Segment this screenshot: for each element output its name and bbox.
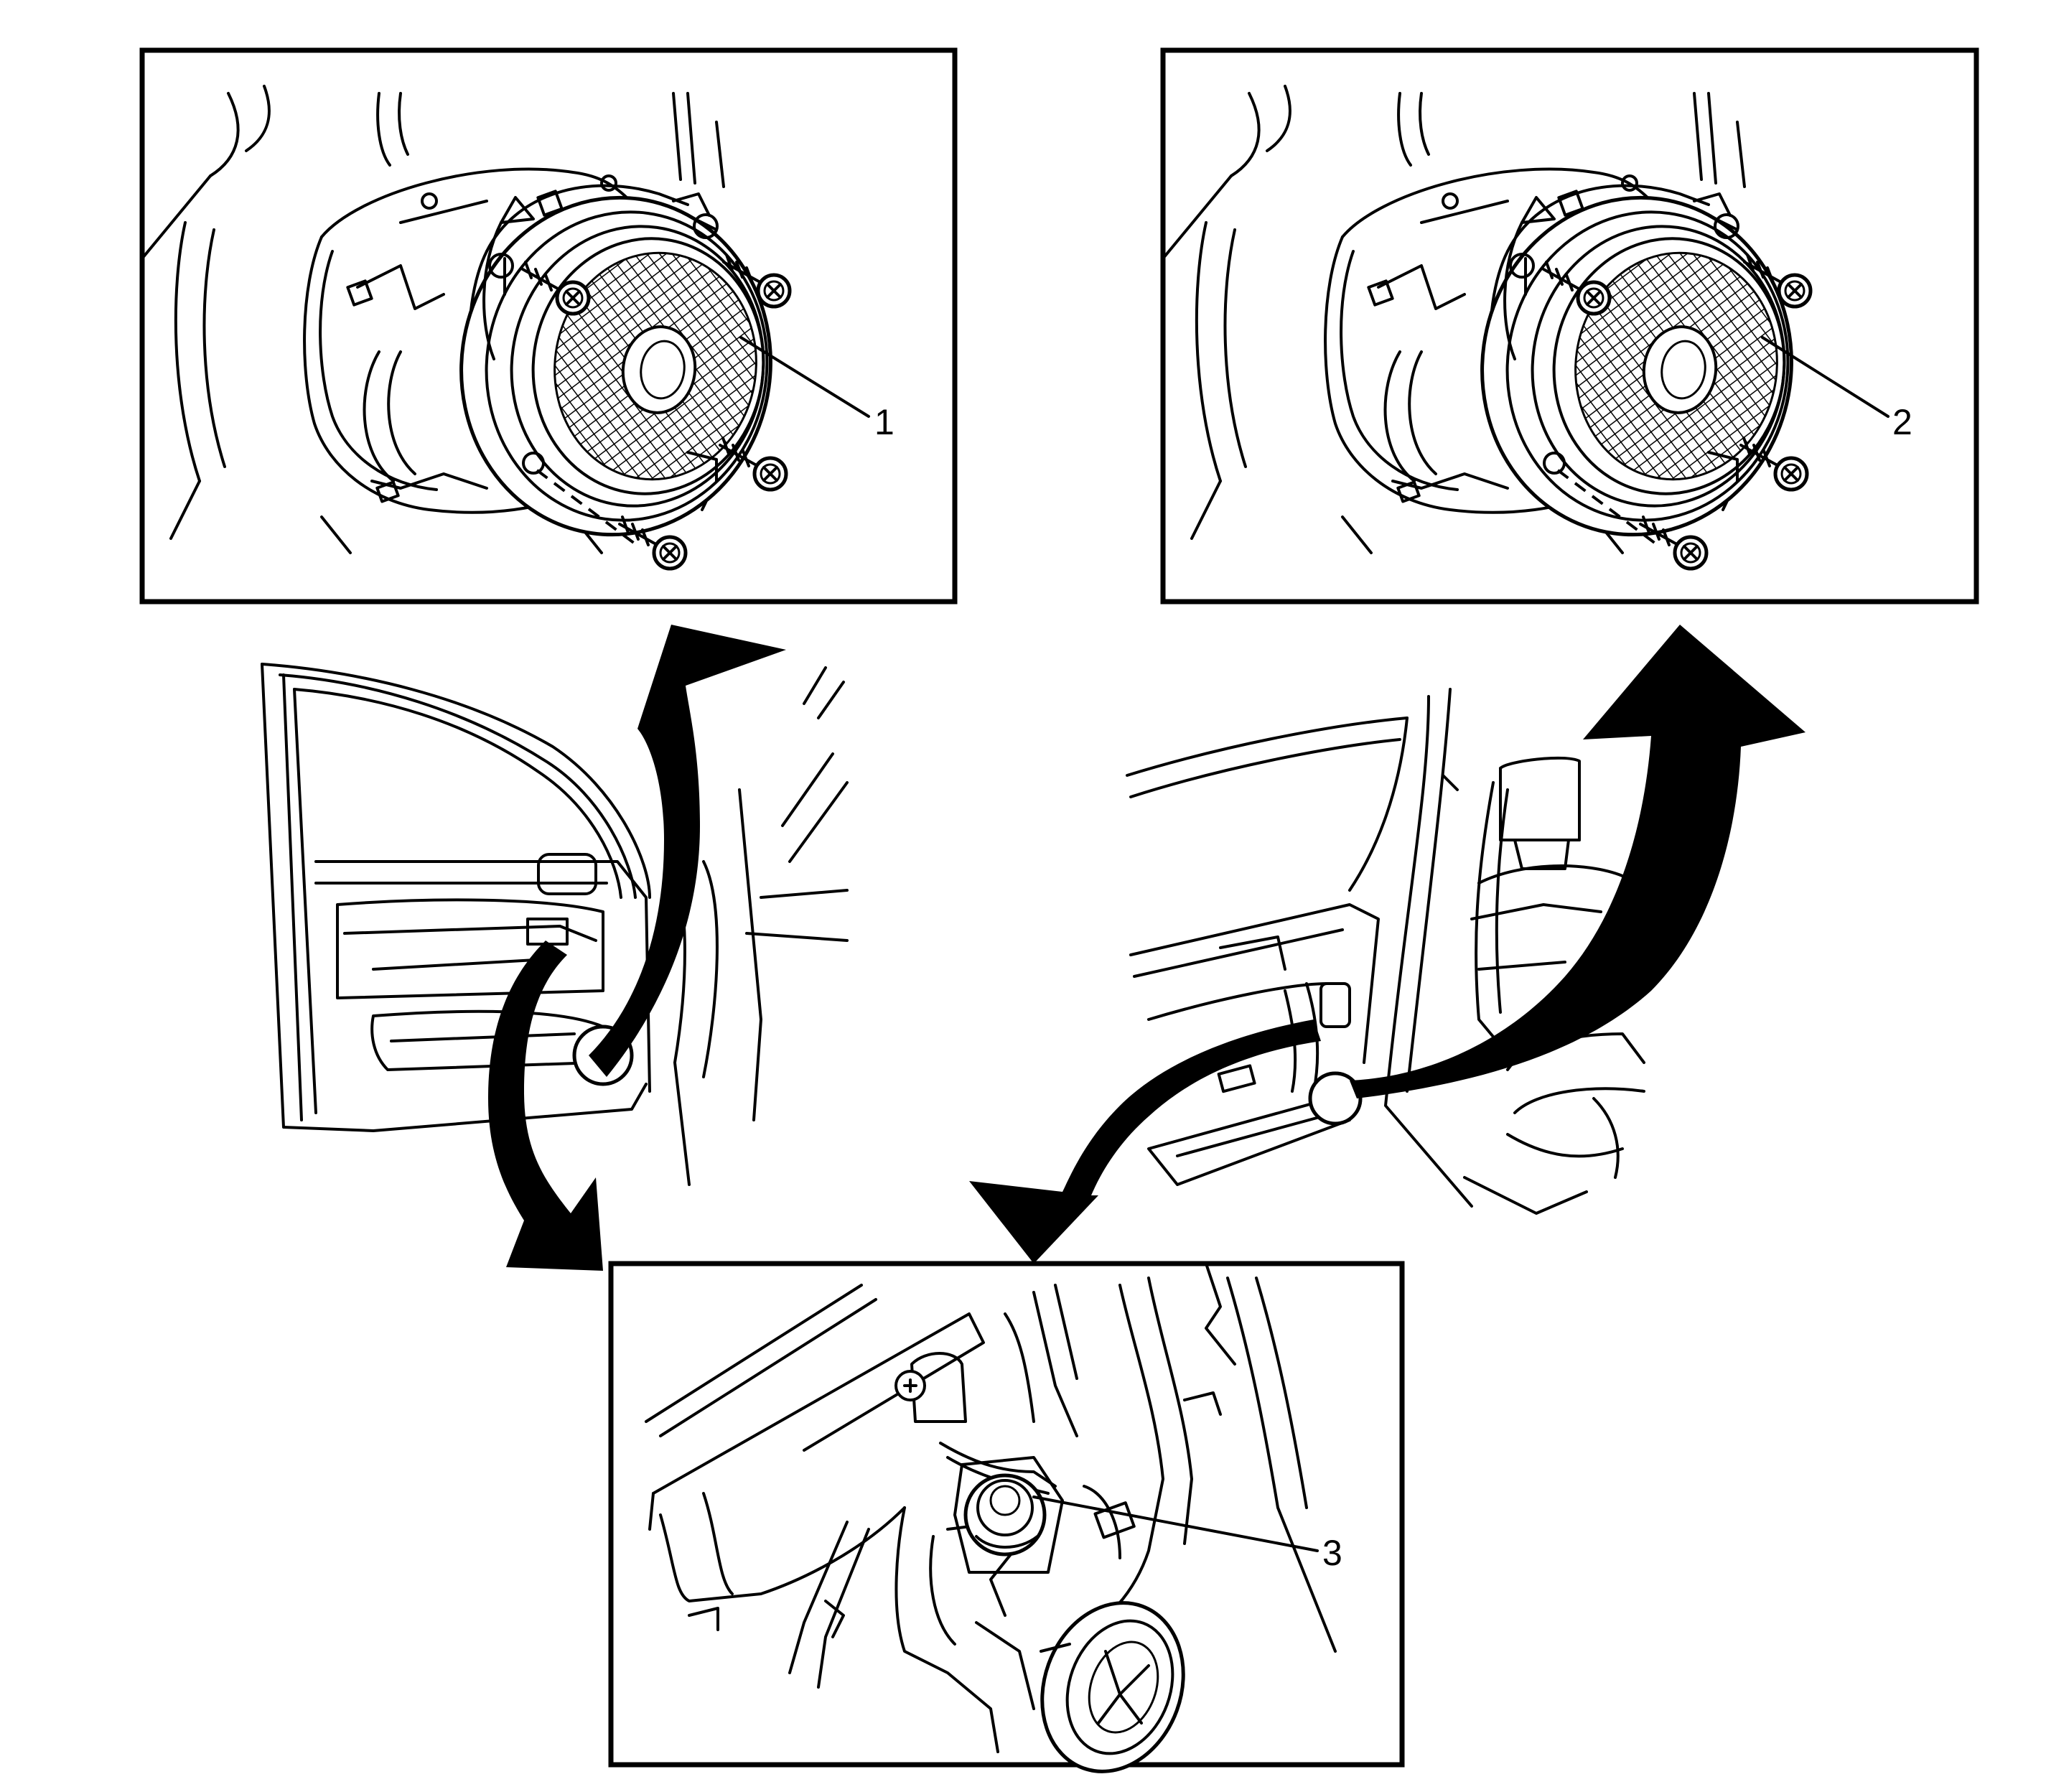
arrow-to-bottom-panel-from-right (969, 1019, 1321, 1264)
detail-panel-left: 1 (139, 47, 958, 605)
arrow-to-upper-left-panel (589, 625, 786, 1077)
detail-panel-bottom: 3 (608, 1261, 1405, 1773)
callout-3-leader (1032, 1495, 1319, 1552)
arrow-to-bottom-panel-from-left (488, 941, 603, 1271)
callout-2-label: 2 (1892, 402, 1912, 442)
front-door-illustration (261, 663, 849, 1186)
callout-3-label: 3 (1322, 1533, 1342, 1573)
arrow-to-upper-right-panel (1350, 625, 1806, 1098)
callout-1-label: 1 (874, 402, 894, 442)
detail-panel-right: 2 (1160, 47, 1979, 605)
rear-door-illustration (1126, 688, 1645, 1215)
callout-2-leader (1761, 336, 1889, 418)
callout-1-leader (739, 336, 870, 418)
